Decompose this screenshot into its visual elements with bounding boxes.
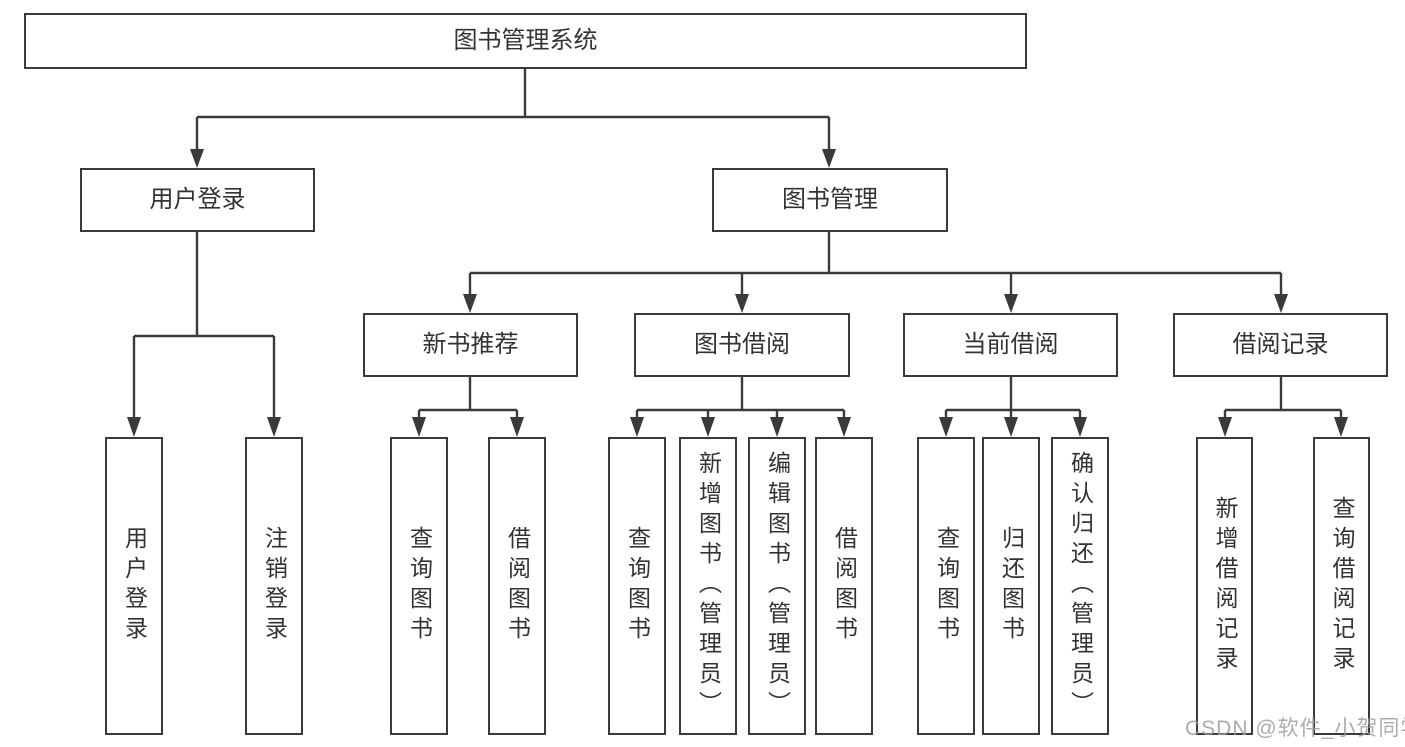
connector-new-book-recommend (417, 377, 519, 420)
node-current-borrow: 当前借阅 (903, 313, 1118, 377)
leaf-borrow-books-1: 借阅图书 (488, 437, 546, 735)
leaf-confirm-return-admin: 确认归还（管理员） (1051, 437, 1109, 735)
arrowheads (127, 149, 1348, 437)
leaf-borrow-books-2: 借阅图书 (815, 437, 873, 735)
leaf-user-login: 用户登录 (105, 437, 163, 735)
connector-root (195, 69, 831, 151)
leaf-query-borrow-record: 查询借阅记录 (1313, 437, 1370, 735)
node-user-login: 用户登录 (80, 168, 315, 232)
leaf-query-books-3: 查询图书 (917, 437, 975, 735)
leaf-return-books: 归还图书 (982, 437, 1040, 735)
node-new-book-recommend: 新书推荐 (363, 313, 578, 377)
leaf-logout: 注销登录 (245, 437, 303, 735)
connector-book-borrow (635, 377, 846, 420)
connector-book-management (468, 232, 1283, 296)
connector-user-login (132, 232, 276, 420)
node-root: 图书管理系统 (24, 13, 1027, 69)
connector-current-borrow (944, 377, 1082, 420)
node-book-borrow: 图书借阅 (634, 313, 850, 377)
node-book-management: 图书管理 (712, 168, 948, 232)
leaf-query-books-2: 查询图书 (608, 437, 666, 735)
node-borrow-records: 借阅记录 (1173, 313, 1388, 377)
connector-borrow-records (1223, 377, 1343, 420)
leaf-add-borrow-record: 新增借阅记录 (1196, 437, 1253, 735)
csdn-watermark: CSDN @软件_小贺同学 (1185, 717, 1405, 740)
leaf-query-books-1: 查询图书 (390, 437, 448, 735)
leaf-add-books-admin: 新增图书（管理员） (679, 437, 737, 735)
leaf-edit-books-admin: 编辑图书（管理员） (748, 437, 806, 735)
